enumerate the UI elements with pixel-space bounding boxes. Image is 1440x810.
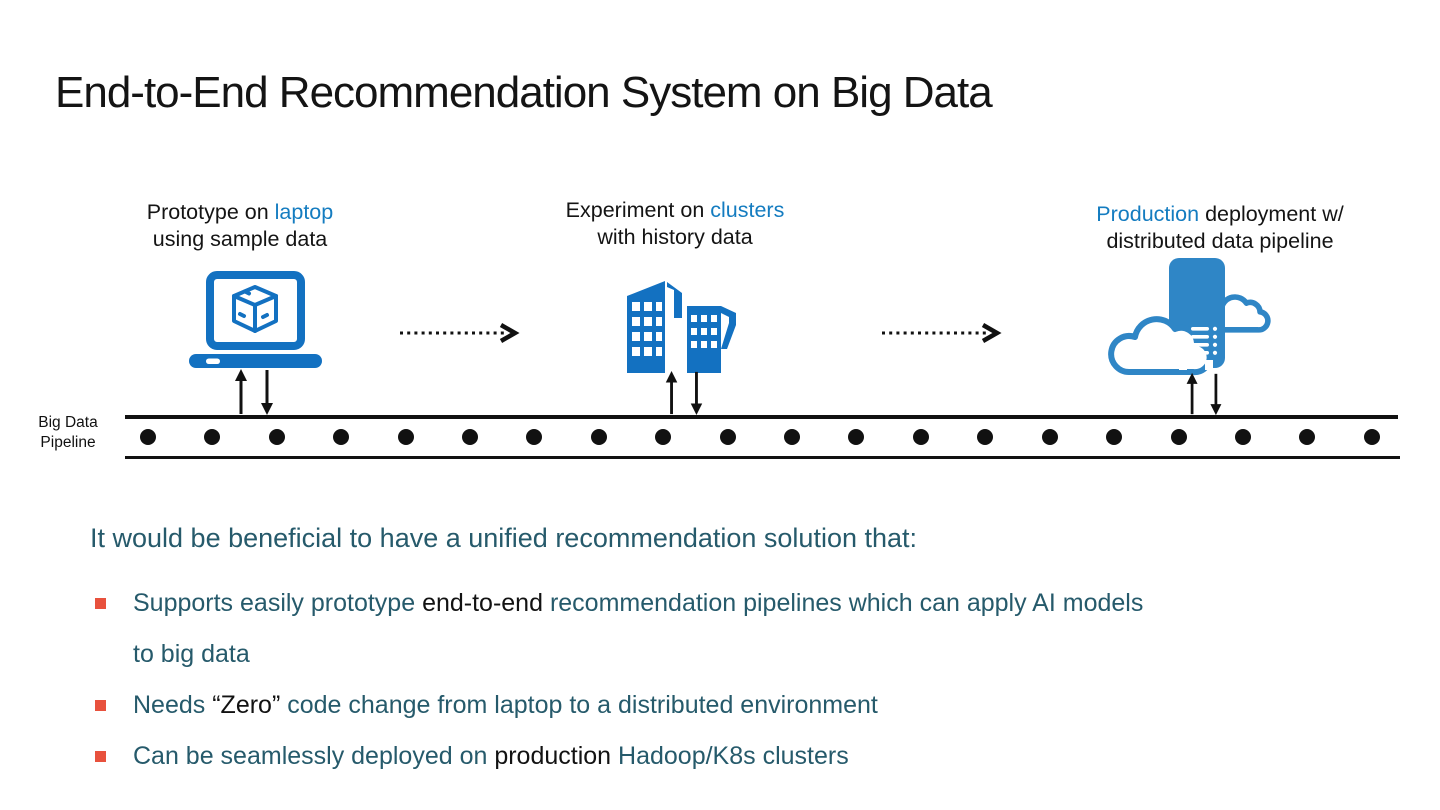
up-down-arrows-icon [665,370,703,416]
dotted-arrow-right-icon [400,323,520,343]
bullet-text-segment: Needs [133,691,213,719]
caption-text: Experiment on [565,198,711,222]
bullet-text-segment: “Zero” [212,691,281,719]
pipeline-dots [140,429,1380,445]
pipeline-dot [590,429,607,445]
caption-highlight: laptop [274,200,334,224]
pipeline-dot [140,429,156,445]
stage-caption-line2: using sample data [152,227,328,251]
square-bullet-icon [95,700,106,711]
bullet-item: Supports easily prototype end-to-end rec… [95,578,1385,680]
pipeline-dot [848,429,865,445]
bullet-item: Can be seamlessly deployed on production… [95,731,1385,782]
bullet-item: Needs “Zero” code change from laptop to … [95,680,1385,731]
bullet-text-segment: Supports easily prototype [133,589,423,617]
stage-caption-experiment: Experiment on clusters with history data [520,197,830,251]
pipeline-bottom-line [125,456,1400,459]
stage-caption-line2: with history data [597,225,753,249]
pipeline-dot [397,429,414,445]
intro-statement: It would be beneficial to have a unified… [90,523,918,553]
slide-title: End-to-End Recommendation System on Big … [55,68,993,117]
laptop-cube-icon [189,271,322,368]
square-bullet-icon [95,751,106,762]
stage-caption-line2: distributed data pipeline [1106,229,1334,253]
bullet-text-segment: code change from laptop to a distributed… [280,691,878,719]
pipeline-dot [912,429,929,445]
caption-text: Prototype on [146,200,275,224]
pipeline-dot [204,429,221,445]
bullet-text-segment: production [494,742,612,770]
pipeline-label-line1: Big Data [38,414,98,431]
pipeline-dot [462,429,479,445]
office-buildings-icon [627,281,736,373]
pipeline-dot [1106,429,1123,445]
pipeline-dot [333,429,350,445]
stage-caption-line1: Experiment on clusters [520,197,830,224]
pipeline-dot [655,429,672,445]
pipeline-label-line2: Pipeline [40,434,96,451]
square-bullet-icon [95,598,106,609]
dotted-arrow-right-icon [882,323,1002,343]
pipeline-dot [1363,429,1380,445]
bullet-text: Can be seamlessly deployed on production… [133,731,849,782]
pipeline-dot [719,429,736,445]
stage-caption-prototype: Prototype on laptop using sample data [95,199,385,253]
bullet-text-segment: Hadoop/K8s clusters [611,742,849,770]
pipeline-dot [1234,429,1251,445]
bullet-text-segment: end-to-end [422,589,543,617]
pipeline-dot [784,429,801,445]
stage-caption-line1: Production deployment w/ [1040,201,1400,228]
caption-highlight: Production [1096,202,1200,226]
bullet-text: Supports easily prototype end-to-end rec… [133,578,1143,680]
pipeline-dot [1170,429,1187,445]
pipeline-dot [526,429,543,445]
pipeline-dot [1299,429,1316,445]
bullet-text-segment: Can be seamlessly deployed on [133,742,495,770]
cloud-server-icon [1108,258,1271,376]
pipeline-top-line [125,415,1398,419]
pipeline-dot [1041,429,1058,445]
bullet-list: Supports easily prototype end-to-end rec… [95,578,1385,782]
pipeline-dot [977,429,994,445]
stage-caption-line1: Prototype on laptop [95,199,385,226]
pipeline-dot [268,429,285,445]
bullet-text-segment: to big data [133,640,250,668]
bullet-text-segment: recommendation pipelines which can apply… [543,589,1144,617]
caption-text: deployment w/ [1199,202,1344,226]
bullet-text: Needs “Zero” code change from laptop to … [133,680,878,731]
up-down-arrows-icon [1186,372,1222,416]
pipeline-label: Big Data Pipeline [18,413,118,453]
stage-caption-production: Production deployment w/ distributed dat… [1040,201,1400,255]
caption-highlight: clusters [710,198,785,222]
up-down-arrows-icon [235,369,273,415]
